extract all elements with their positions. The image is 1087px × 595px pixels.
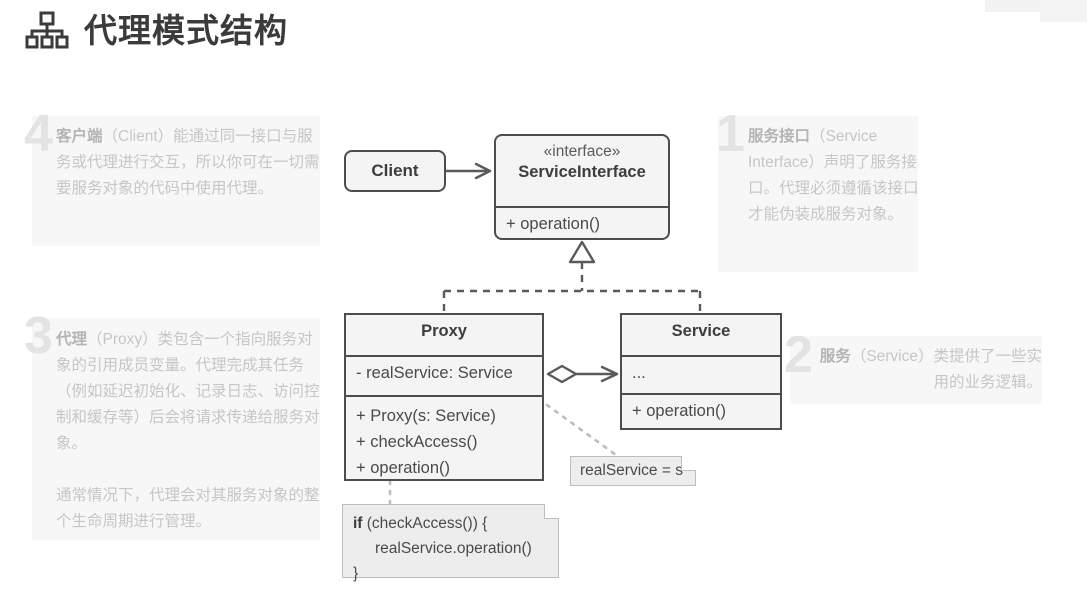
operation-item: + operation(): [632, 402, 727, 420]
uml-class-service-interface[interactable]: «interface» ServiceInterface + operation…: [494, 134, 670, 240]
annotation-body-service-interface-p1: （Service Interface）声明了服务接口。代理必须遵循该接口才能伪装…: [748, 128, 919, 223]
note-text-code: if (checkAccess()) { realService.operati…: [343, 505, 558, 586]
class-header-service: Service: [622, 315, 780, 355]
operation-item: + Proxy(s: Service): [356, 407, 496, 425]
attribute-item: ...: [632, 364, 646, 382]
code-line-1-rest: (checkAccess()) {: [362, 515, 488, 532]
note-fold-corner-icon: [681, 456, 696, 471]
class-header-service-interface: «interface» ServiceInterface: [496, 136, 668, 206]
page-header: 代理模式结构: [24, 8, 288, 52]
page-title: 代理模式结构: [84, 11, 288, 49]
uml-class-client[interactable]: Client: [344, 150, 446, 192]
edge-realization-dashed: [442, 262, 702, 313]
annotation-number-1: 1: [716, 105, 745, 163]
class-attributes-service: ...: [622, 355, 780, 393]
operation-item: + checkAccess(): [356, 433, 478, 451]
annotation-number-3: 3: [24, 307, 53, 365]
annotation-body-proxy-p1: （Proxy）类包含一个指向服务对象的引用成员变量。代理完成其任务（例如延迟初始…: [56, 331, 320, 452]
class-header-proxy: Proxy: [346, 315, 542, 355]
class-operations-proxy: + Proxy(s: Service) + checkAccess() + op…: [346, 395, 542, 501]
annotation-panel-client: 4 客户端（Client）能通过同一接口与服务或代理进行交互，所以你可在一切需要…: [24, 108, 320, 246]
leader-proxy-to-assignment-note: [545, 403, 618, 457]
annotation-text-service: 服务（Service）类提供了一些实用的业务逻辑。: [816, 344, 1042, 396]
class-name-service-interface: ServiceInterface: [518, 163, 646, 181]
annotation-panel-proxy: 3 代理（Proxy）类包含一个指向服务对象的引用成员变量。代理完成其任务（例如…: [24, 310, 320, 540]
annotation-number-4: 4: [24, 105, 53, 163]
code-line-1: if (checkAccess()) {: [353, 511, 558, 536]
class-name-service: Service: [671, 322, 731, 340]
sitemap-icon: [24, 8, 70, 52]
top-edge-band-secondary: [1040, 0, 1087, 22]
annotation-panel-service: 2 服务（Service）类提供了一些实用的业务逻辑。: [784, 329, 1042, 404]
annotation-text-proxy: 代理（Proxy）类包含一个指向服务对象的引用成员变量。代理完成其任务（例如延迟…: [56, 327, 328, 535]
edge-client-to-interface: [446, 162, 492, 180]
code-line-2: realService.operation(): [375, 540, 532, 557]
class-operations-service-interface: + operation(): [496, 206, 668, 244]
note-text-assignment: realService = s: [580, 462, 683, 479]
operation-item: + operation(): [506, 215, 601, 233]
class-name-client: Client: [371, 161, 419, 180]
annotation-text-service-interface: 服务接口（Service Interface）声明了服务接口。代理必须遵循该接口…: [748, 124, 920, 228]
annotation-term-client: 客户端: [56, 128, 103, 145]
uml-note-assignment: realService = s: [570, 456, 696, 486]
class-stereotype-service-interface: «interface»: [543, 143, 621, 160]
class-operations-service: + operation(): [622, 393, 780, 436]
annotation-body-proxy-p2: 通常情况下，代理会对其服务对象的整个生命周期进行管理。: [56, 487, 320, 530]
operation-item: + operation(): [356, 459, 451, 477]
code-keyword-if: if: [353, 515, 363, 532]
annotation-body-service-p1: （Service）类提供了一些实用的业务逻辑。: [850, 348, 1042, 391]
annotation-term-service: 服务: [819, 348, 851, 365]
code-line-3: }: [353, 565, 359, 582]
class-attributes-proxy: - realService: Service: [346, 355, 542, 395]
uml-class-service[interactable]: Service ... + operation(): [620, 313, 782, 430]
note-fold-corner-icon: [544, 504, 559, 519]
annotation-number-2: 2: [784, 326, 813, 384]
annotation-term-service-interface: 服务接口: [748, 128, 811, 145]
uml-class-proxy[interactable]: Proxy - realService: Service + Proxy(s: …: [344, 313, 544, 481]
edge-realization-triangle: [568, 240, 596, 264]
uml-note-code: if (checkAccess()) { realService.operati…: [342, 504, 559, 582]
attribute-item: - realService: Service: [356, 364, 513, 382]
annotation-term-proxy: 代理: [56, 331, 88, 348]
edge-proxy-to-service: [546, 364, 619, 384]
annotation-panel-service-interface: 1 服务接口（Service Interface）声明了服务接口。代理必须遵循该…: [716, 108, 920, 272]
annotation-text-client: 客户端（Client）能通过同一接口与服务或代理进行交互，所以你可在一切需要服务…: [56, 124, 324, 202]
annotation-body-client-p1: （Client）能通过同一接口与服务或代理进行交互，所以你可在一切需要服务对象的…: [56, 128, 320, 197]
class-name-proxy: Proxy: [421, 322, 467, 340]
